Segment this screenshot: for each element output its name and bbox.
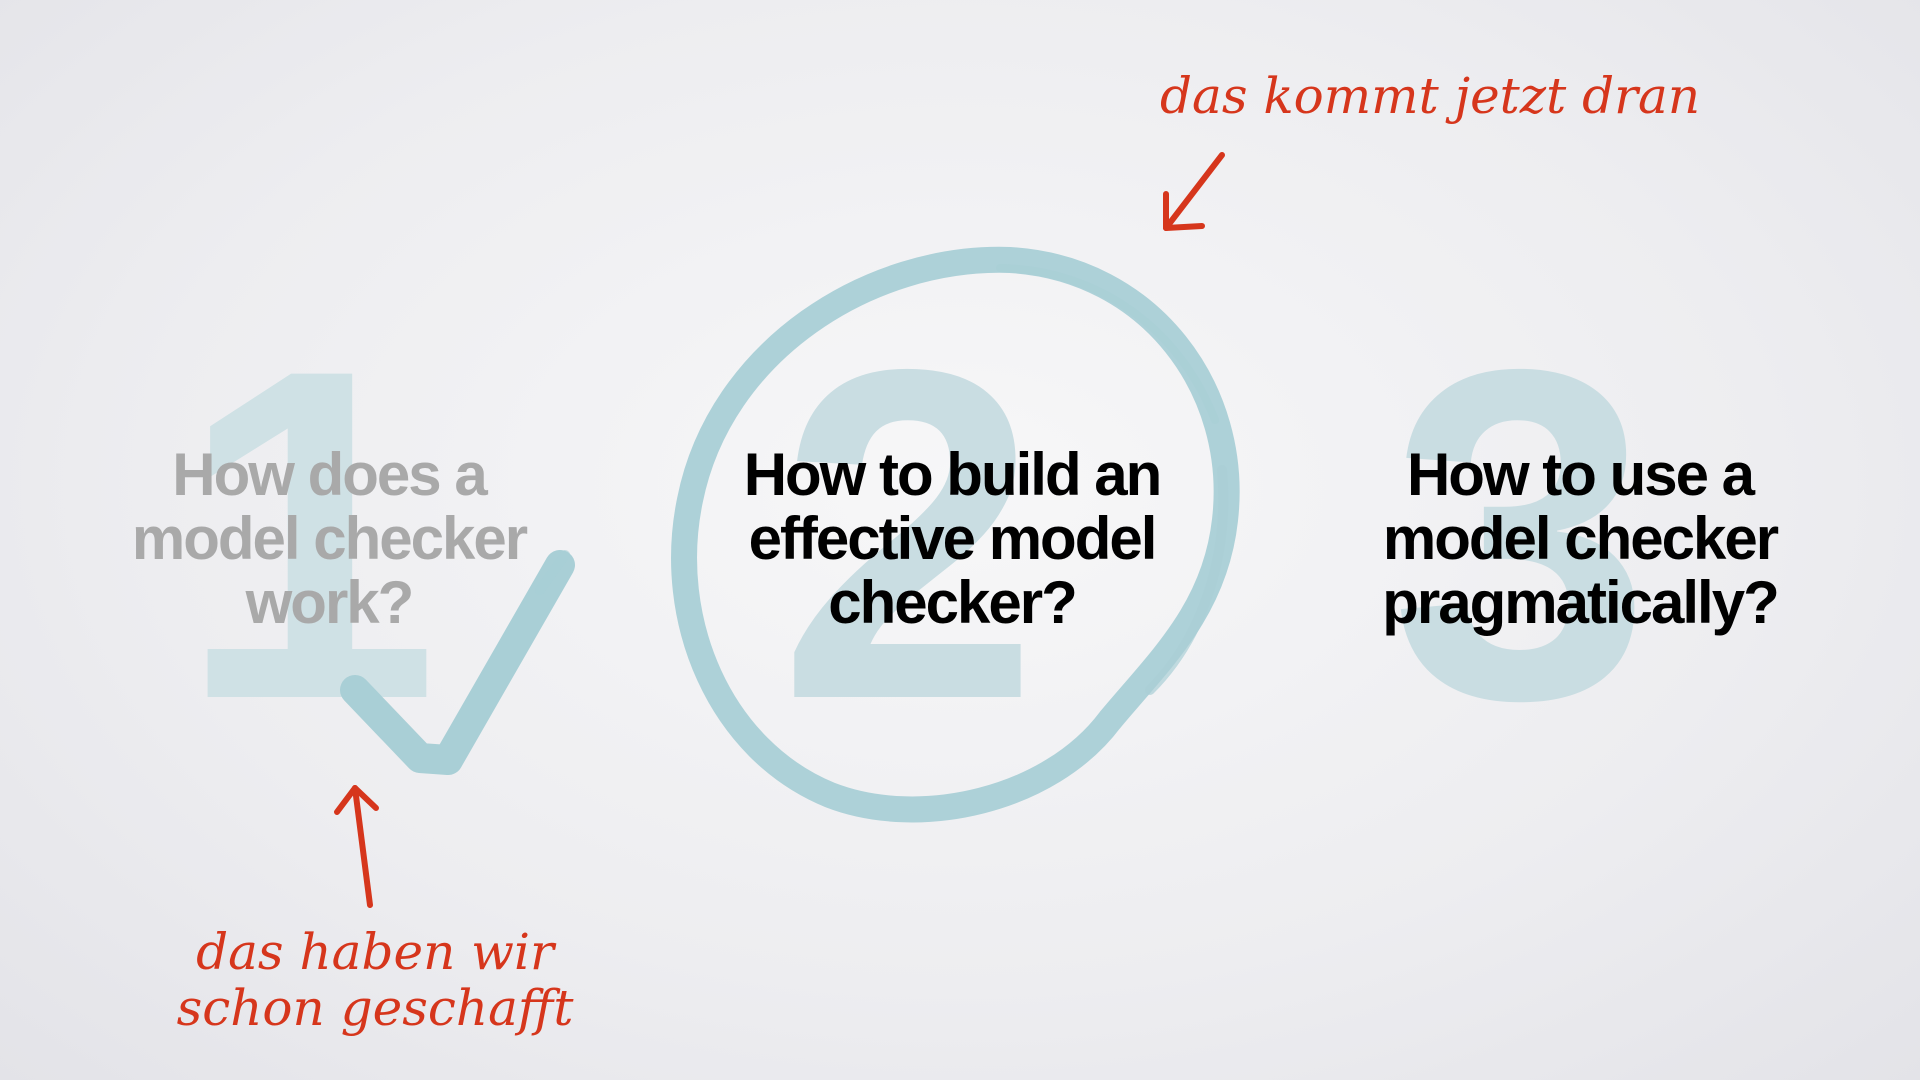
arrow-icon bbox=[1163, 152, 1225, 231]
arrow-icon bbox=[334, 785, 379, 908]
question-2: How to build an effective model checker? bbox=[743, 441, 1163, 636]
step-number-3: 3 bbox=[1390, 272, 1651, 797]
annotation-done: das haben wir schon geschafft bbox=[176, 923, 574, 1037]
question-3: How to use a model checker pragmatically… bbox=[1382, 441, 1780, 636]
annotation-current: das kommt jetzt dran bbox=[1160, 67, 1701, 125]
question-1: How does a model checker work? bbox=[131, 441, 528, 636]
